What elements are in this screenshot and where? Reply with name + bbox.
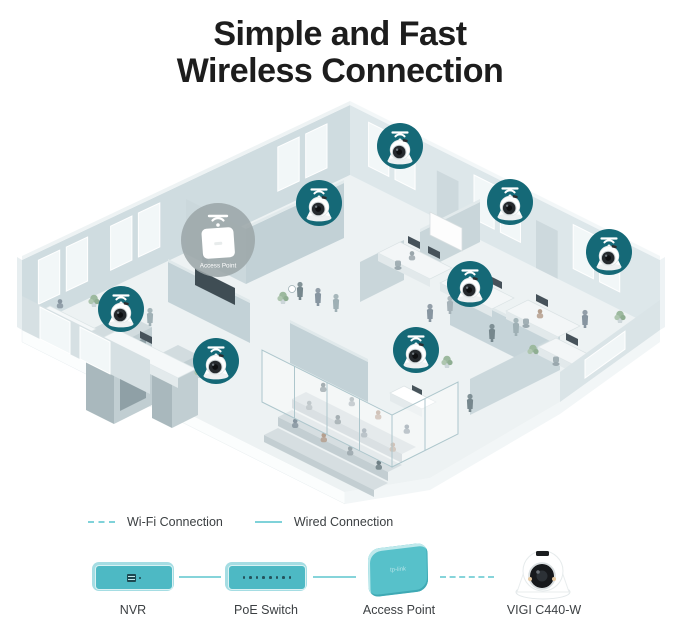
title-line-1: Simple and Fast (213, 15, 467, 53)
camera-badge (191, 336, 241, 386)
poe-switch-face (228, 565, 306, 590)
nvr-device-face (95, 565, 173, 590)
front-walls (22, 296, 660, 468)
access-point-label: Access Point (362, 603, 436, 617)
camera-logo (536, 551, 549, 556)
wifi-legend-label: Wi-Fi Connection (127, 515, 223, 529)
camera-led-right (552, 577, 556, 581)
camera-label: VIGI C440-W (506, 603, 582, 617)
wired-connector-2 (313, 576, 356, 578)
wifi-connector (440, 576, 494, 578)
windows-left (37, 123, 328, 305)
wired-legend-label: Wired Connection (293, 515, 394, 529)
nvr-led-icon (139, 576, 141, 579)
access-point-device: tp-link (367, 542, 429, 598)
nvr-label: NVR (119, 603, 147, 617)
wired-line-sample (254, 521, 282, 523)
legend: Wi-Fi Connection Wired Connection (88, 515, 393, 529)
access-point-device-icon (201, 227, 235, 259)
poe-switch-label: PoE Switch (234, 603, 298, 617)
poe-switch-device (225, 562, 307, 591)
camera-device (515, 550, 571, 600)
nvr-disk-icon (127, 573, 136, 582)
title-line-2: Wireless Connection (176, 52, 504, 90)
wifi-line-sample (88, 521, 115, 523)
camera-badge (485, 177, 535, 227)
camera-badge (375, 121, 425, 171)
tp-link-logo: tp-link (389, 566, 407, 574)
camera-badge (445, 259, 495, 309)
wifi-icon (207, 214, 229, 222)
wired-connector-1 (179, 576, 221, 578)
office-illustration: Access Point (17, 101, 665, 505)
camera-led-left (528, 577, 532, 581)
camera-badge (391, 325, 441, 375)
wall-clock (288, 285, 296, 293)
camera-badge (584, 227, 634, 277)
legend-item-wifi: Wi-Fi Connection (88, 515, 223, 529)
camera-badge (96, 284, 146, 334)
nvr-device (92, 562, 174, 591)
access-point-badge: Access Point (181, 203, 255, 277)
legend-item-wired: Wired Connection (254, 515, 394, 529)
access-point-badge-label: Access Point (200, 263, 237, 270)
camera-badge (294, 178, 344, 228)
poe-ports-icon (242, 576, 292, 579)
page-title: Simple and Fast Wireless Connection (0, 16, 680, 90)
